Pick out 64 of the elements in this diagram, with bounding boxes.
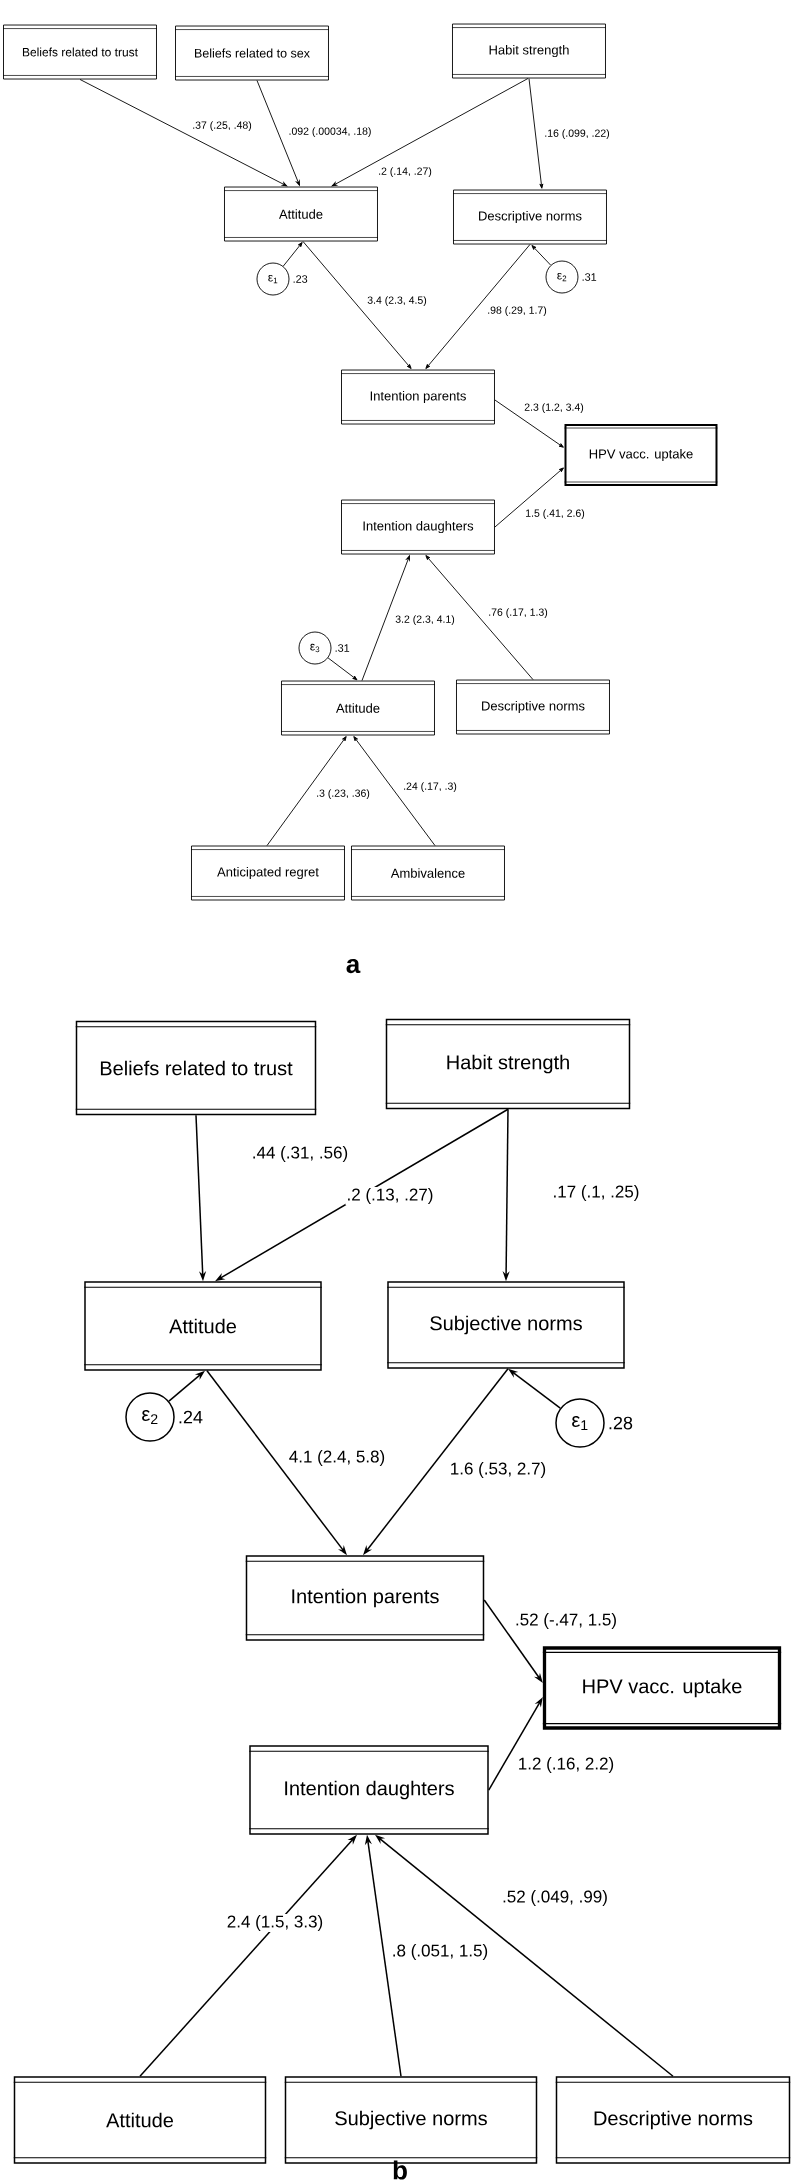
variance-label: .24 [179, 1410, 203, 1424]
arrow [425, 244, 531, 369]
edge-label: 2.3 (1.2, 3.4) [523, 402, 585, 414]
edge-label: 3.2 (2.3, 4.1) [394, 614, 456, 626]
edge-label: .76 (.17, 1.3) [487, 607, 549, 619]
edge-label: .98 (.29, 1.7) [486, 305, 548, 317]
variable-box: Beliefs related to trust [2, 24, 158, 80]
arrow [327, 657, 358, 681]
variable-box: Descriptive norms [555, 2076, 791, 2164]
edge-label: 4.1 (2.4, 5.8) [287, 1449, 387, 1467]
variable-box: Descriptive norms [455, 679, 611, 735]
variable-box: Descriptive norms [452, 189, 608, 245]
variable-box: Subjective norms [386, 1281, 626, 1369]
edge-label: .092 (.00034, .18) [287, 126, 373, 138]
edge-label: .2 (.14, .27) [377, 166, 433, 178]
edge-label: .2 (.13, .27) [345, 1187, 435, 1205]
variable-box: Habit strength [385, 1018, 631, 1110]
arrow [531, 245, 552, 266]
variable-box: Beliefs related to sex [174, 25, 330, 81]
edge-label: .8 (.051, 1.5) [390, 1943, 490, 1961]
arrow [361, 555, 410, 682]
variable-box: Intention daughters [248, 1745, 490, 1835]
edge-label: .44 (.31, .56) [250, 1145, 350, 1163]
edge-label: 3.4 (2.3, 4.5) [366, 295, 428, 307]
variance-label: .23 [293, 275, 308, 283]
edge-label: .3 (.23, .36) [315, 788, 371, 800]
edge-label: 1.6 (.53, 2.7) [448, 1461, 548, 1479]
edge-label: .16 (.099, .22) [543, 128, 611, 140]
edge-label: 2.4 (1.5, 3.3) [225, 1914, 325, 1932]
edge-label: .17 (.1, .25) [551, 1184, 641, 1202]
variable-box: Intention parents [245, 1555, 485, 1641]
arrow [425, 555, 534, 681]
arrow [266, 736, 347, 847]
outcome-box: HPV vacc. uptake [542, 1646, 782, 1730]
variance-label: .31 [335, 644, 350, 652]
edge-label: 1.2 (.16, 2.2) [516, 1756, 616, 1774]
arrow [331, 78, 529, 187]
edge-label: .52 (-.47, 1.5) [513, 1612, 618, 1630]
outcome-box: HPV vacc. uptake [564, 424, 718, 486]
variable-box: Attitude [223, 186, 379, 242]
edge-label: .37 (.25, .48) [191, 120, 253, 132]
edge-label: .24 (.17, .3) [402, 781, 458, 793]
arrow [528, 78, 544, 189]
panel-letter: a [346, 958, 361, 974]
edge-label: .52 (.049, .99) [501, 1889, 609, 1907]
arrow [302, 241, 412, 369]
arrow [353, 736, 436, 847]
edge-label: 1.5 (.41, 2.6) [524, 508, 586, 520]
variable-box: Anticipated regret [190, 845, 346, 901]
variable-box: Ambivalence [350, 845, 506, 901]
arrow [494, 467, 564, 528]
variable-box: Habit strength [451, 23, 607, 79]
variable-box: Attitude [280, 680, 436, 736]
variable-box: Attitude [13, 2076, 267, 2164]
variance-label: .28 [609, 1416, 633, 1430]
arrow [282, 242, 303, 267]
variable-box: Attitude [83, 1281, 323, 1371]
variable-box: Intention daughters [340, 499, 496, 555]
variable-box: Intention parents [340, 369, 496, 425]
arrow [494, 399, 564, 448]
variable-box: Beliefs related to trust [75, 1020, 317, 1116]
variance-label: .31 [582, 273, 597, 281]
arrow [256, 80, 300, 186]
arrow [79, 79, 288, 187]
